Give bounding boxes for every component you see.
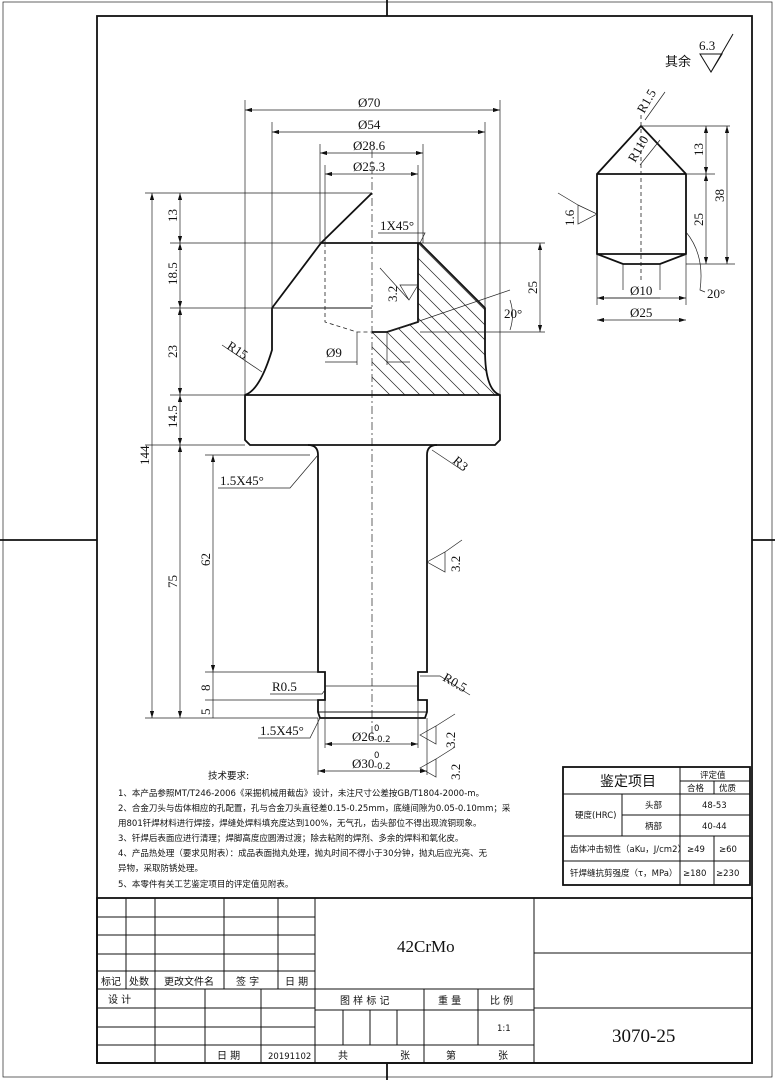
dim-d54: Ø54 (358, 117, 381, 132)
tip-dim-38: 38 (712, 189, 727, 202)
dim-d25-3: Ø25.3 (353, 159, 385, 174)
flange-tol-lower: -0.2 (374, 762, 391, 772)
main-dimensions: Ø70 Ø54 Ø28.6 Ø25.3 13 18.5 23 14.5 144 … (137, 95, 545, 780)
groove-tol-upper: 0 (374, 724, 379, 734)
dim-18-5: 18.5 (165, 262, 180, 285)
tip-r110: R110 (625, 133, 652, 164)
fillet-r3: R3 (450, 453, 471, 474)
fillet-r15: R15 (224, 338, 250, 362)
date-value: 20191102 (268, 1052, 311, 1062)
header-good: 优质 (719, 783, 737, 794)
tech-req-line: 1、本产品参照MT/T246-2006《采掘机械用截齿》设计，未注尺寸公差按GB… (118, 788, 484, 799)
shank-value: 40-44 (702, 822, 727, 832)
bore-depth-dim: 25 (525, 281, 540, 294)
dim-5: 5 (198, 709, 213, 716)
header-item: 鉴定项目 (600, 774, 656, 790)
header-value: 评定值 (700, 770, 726, 781)
flange-roughness: 3.2 (448, 764, 463, 780)
tip-dia-25: Ø25 (630, 305, 652, 320)
shank-roughness: 3.2 (448, 556, 463, 572)
rev-header-count: 处数 (129, 975, 149, 988)
bore-angle-dim: 20° (504, 306, 522, 321)
dim-14-5: 14.5 (165, 405, 180, 428)
groove-roughness: 3.2 (443, 732, 458, 748)
shear-good: ≥230 (716, 869, 739, 879)
tech-req-line: 用801钎焊材料进行焊接，焊缝处焊料填充度达到100%，无气孔，齿头部位不得出现… (118, 818, 482, 829)
flange-dia: Ø30 (352, 756, 374, 771)
shear-pass: ≥180 (683, 869, 706, 879)
sheets-label-2: 张 (498, 1050, 508, 1062)
groove-tol-lower: -0.2 (374, 735, 391, 745)
bore-dia-dim: Ø9 (326, 345, 342, 360)
hardness-label: 硬度(HRC) (575, 810, 616, 821)
dim-8: 8 (198, 685, 213, 692)
shear-label: 钎焊缝抗剪强度（τ，MPa） (570, 868, 677, 879)
head-label: 头部 (645, 800, 663, 811)
impact-pass: ≥49 (687, 845, 705, 855)
dim-13: 13 (165, 209, 180, 222)
tech-req-line: 4、产品热处理（要求见附表）：成品表面抛丸处理，抛丸时间不得小于30分钟，抛丸后… (118, 848, 487, 859)
chamfer-shank-label: 1.5X45° (220, 473, 264, 488)
title-block: 42CrMo 3070-25 标记 处数 更改文件名 签 字 日 期 设 计 日… (96, 897, 753, 1064)
dim-144: 144 (137, 445, 152, 465)
sheets-label: 张 (400, 1050, 410, 1062)
total-label: 共 (338, 1050, 348, 1062)
dim-62: 62 (198, 553, 213, 566)
technical-requirements: 技术要求: 1、本产品参照MT/T246-2006《采掘机械用截齿》设计，未注尺… (118, 770, 511, 890)
flange-tol-upper: 0 (374, 751, 379, 761)
date-label: 日 期 (217, 1050, 240, 1062)
rev-header-mark: 标记 (101, 976, 121, 988)
groove-dia: Ø26 (352, 729, 375, 744)
dim-d28-6: Ø28.6 (353, 138, 386, 153)
carbide-tip-view: 13 25 38 Ø10 Ø25 20° R1.5 R110 1.6 (557, 86, 735, 323)
header-pass: 合格 (687, 783, 705, 794)
tech-req-line: 3、钎焊后表面应进行清理；焊脚高度应圆滑过渡；除去粘附的焊剂、多余的焊料和氧化皮… (118, 833, 463, 844)
general-roughness-symbol: 其余 6.3 (665, 33, 734, 73)
main-view (244, 150, 501, 740)
bore-roughness: 3.2 (385, 286, 400, 302)
impact-good: ≥60 (719, 845, 737, 855)
sheet-no-label: 第 (446, 1049, 456, 1062)
tech-req-title: 技术要求: (208, 770, 249, 782)
scale-value: 1:1 (497, 1024, 511, 1034)
design-label: 设 计 (108, 993, 131, 1006)
tip-roughness: 1.6 (562, 209, 577, 226)
drawing-number: 3070-25 (612, 1026, 675, 1047)
roughness-value: 6.3 (699, 38, 715, 53)
weight-label: 重 量 (438, 994, 461, 1007)
chamfer-bottom-label: 1.5X45° (260, 723, 304, 738)
roughness-prefix: 其余 (665, 54, 691, 70)
head-value: 48-53 (702, 801, 727, 811)
inspection-table: 鉴定项目 评定值 合格 优质 硬度(HRC) 头部 48-53 柄部 40-44… (562, 766, 751, 886)
tip-angle: 20° (707, 286, 725, 301)
tech-req-line: 2、合金刀头与齿体相应的孔配置，孔与合金刀头直径差0.15-0.25mm，底缝间… (118, 803, 511, 814)
tip-dim-25: 25 (691, 213, 706, 226)
drawing-mark-label: 图 样 标 记 (340, 994, 390, 1007)
tip-r1-5: R1.5 (634, 86, 659, 115)
tech-req-line: 5、本零件有关工艺鉴定项目的评定值见附表。 (118, 879, 293, 890)
dim-d70: Ø70 (358, 95, 380, 110)
dim-23: 23 (165, 345, 180, 358)
rev-header-sign: 签 字 (236, 975, 259, 988)
impact-label: 齿体冲击韧性（aKu，J/cm2） (570, 844, 686, 855)
tech-req-line: 异物，采取防锈处理。 (118, 863, 203, 874)
rev-header-date: 日 期 (285, 976, 308, 988)
shank-label: 柄部 (645, 821, 663, 832)
r05-right: R0.5 (441, 670, 470, 695)
scale-label: 比 例 (490, 994, 513, 1007)
chamfer-top-label: 1X45° (380, 218, 414, 233)
r05-left: R0.5 (272, 679, 297, 694)
material: 42CrMo (397, 937, 455, 956)
tip-dim-13: 13 (691, 143, 706, 156)
dim-75: 75 (165, 575, 180, 588)
tip-dia-10: Ø10 (630, 283, 652, 298)
rev-header-file: 更改文件名 (164, 975, 214, 988)
